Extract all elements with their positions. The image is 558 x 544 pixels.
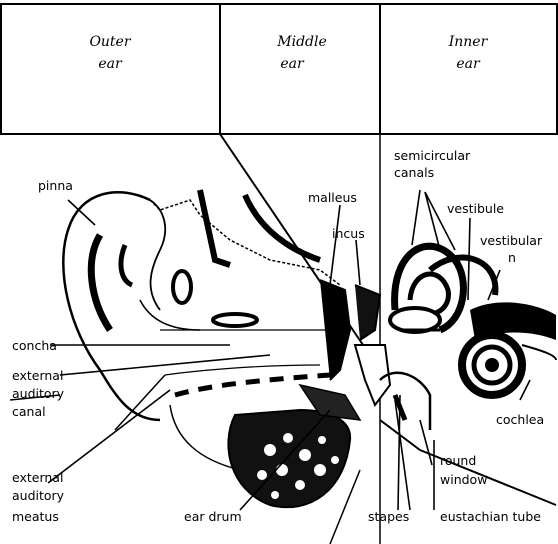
section-inner-title: Inner (448, 34, 489, 50)
label-round: round (440, 453, 476, 468)
label-vestibular-n: n (508, 250, 516, 265)
label-cochlea: cochlea (496, 412, 544, 427)
label-malleus: malleus (308, 190, 357, 205)
label-window: window (440, 472, 487, 487)
ossicles (300, 280, 390, 420)
label-eustachian-tube: eustachian tube (440, 509, 541, 524)
label-stapes: stapes (368, 509, 409, 524)
section-middle-title: Middle (276, 34, 327, 50)
label-concha: concha (12, 338, 57, 353)
mastoid-region (228, 410, 350, 507)
label-external-auditory-meatus-2: auditory (12, 488, 65, 503)
section-inner-sub: ear (456, 56, 481, 72)
label-external-auditory-canal-2: auditory (12, 386, 65, 401)
label-semicircular: semicircular (394, 148, 471, 163)
label-external-auditory-meatus-3: meatus (12, 509, 59, 524)
label-external-auditory-canal-1: external (12, 368, 63, 383)
label-vestibule: vestibule (447, 201, 504, 216)
label-pinna: pinna (38, 178, 73, 193)
label-canals: canals (394, 165, 434, 180)
label-incus: incus (332, 226, 365, 241)
section-outer-title: Outer (89, 34, 131, 50)
label-external-auditory-canal-3: canal (12, 404, 46, 419)
label-external-auditory-meatus-1: external (12, 470, 63, 485)
label-ear-drum: ear drum (184, 509, 242, 524)
label-vestibular: vestibular (480, 233, 543, 248)
pinna-shape (63, 192, 200, 420)
section-outer-sub: ear (98, 56, 123, 72)
section-middle-sub: ear (280, 56, 305, 72)
